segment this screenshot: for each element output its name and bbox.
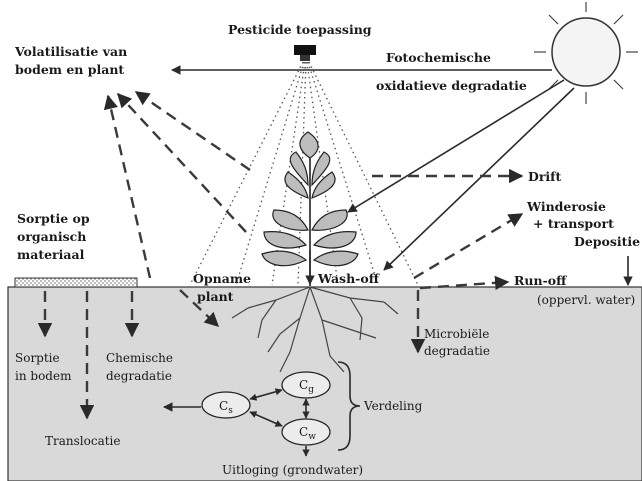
spray-cone <box>189 61 419 286</box>
sorption-organic-label-line2: organisch <box>17 229 86 244</box>
surface-water-label: (oppervl. water) <box>537 293 635 307</box>
sun-to-plant-arrow <box>347 79 565 213</box>
water-compartment-label: Cw <box>299 425 316 442</box>
chemical-degradation-label-line2: degradatie <box>106 369 172 383</box>
plant-uptake-label: Opname <box>193 271 251 286</box>
photochemical-label-line2: oxidatieve degradatie <box>376 78 527 93</box>
plant-uptake-arrow <box>179 289 220 327</box>
volatilization-label: Volatilisatie van <box>14 44 127 59</box>
distribution-label: Verdeling <box>363 399 423 413</box>
soil-sorption-label-line2: in bodem <box>15 369 72 383</box>
chemical-degradation-label: Chemische <box>106 351 173 365</box>
translocation-label: Translocatie <box>45 434 120 448</box>
volatilization-arrow-3 <box>103 94 152 279</box>
organic-material-layer <box>14 277 138 288</box>
partition-system: Cs Cg Cw <box>163 361 361 457</box>
sprayer-nozzle-icon <box>294 45 316 61</box>
run-off-label: Run-off <box>514 273 567 288</box>
sorption-organic-label-line3: materiaal <box>17 247 85 262</box>
sun-icon <box>534 2 638 104</box>
distribution-brace <box>337 361 361 451</box>
microbial-label-line2: degradatie <box>424 344 490 358</box>
sun-to-washoff-arrow <box>383 87 575 271</box>
soil-compartment <box>201 391 251 419</box>
wind-erosion-arrow <box>413 212 524 280</box>
photochemical-label: Fotochemische <box>386 50 491 65</box>
roots <box>231 286 399 373</box>
volatilization-arrow-1 <box>134 91 251 171</box>
gas-compartment <box>281 371 331 399</box>
volatilization-arrow-2 <box>117 92 247 233</box>
pesticide-application-label: Pesticide toepassing <box>228 22 372 37</box>
soil-sorption-label: Sorptie <box>15 351 60 365</box>
soil-compartment-label: Cs <box>219 399 233 416</box>
deposition-label: Depositie <box>574 234 640 249</box>
gas-compartment-label: Cg <box>299 378 314 395</box>
wash-off-label: Wash-off <box>317 271 380 286</box>
water-compartment <box>281 418 331 446</box>
plant-icon <box>261 131 359 286</box>
sorption-organic-label: Sorptie op <box>17 211 90 226</box>
drift-label: Drift <box>528 169 562 184</box>
leaching-label: Uitloging (grondwater) <box>222 463 363 477</box>
plant-uptake-label-line2: plant <box>197 289 234 304</box>
volatilization-label-line2: bodem en plant <box>15 62 124 77</box>
wind-erosion-label-line2: + transport <box>533 216 614 231</box>
runoff-arrow <box>419 275 510 291</box>
microbial-label: Microbiële <box>424 327 489 341</box>
wind-erosion-label: Winderosie <box>526 199 606 214</box>
